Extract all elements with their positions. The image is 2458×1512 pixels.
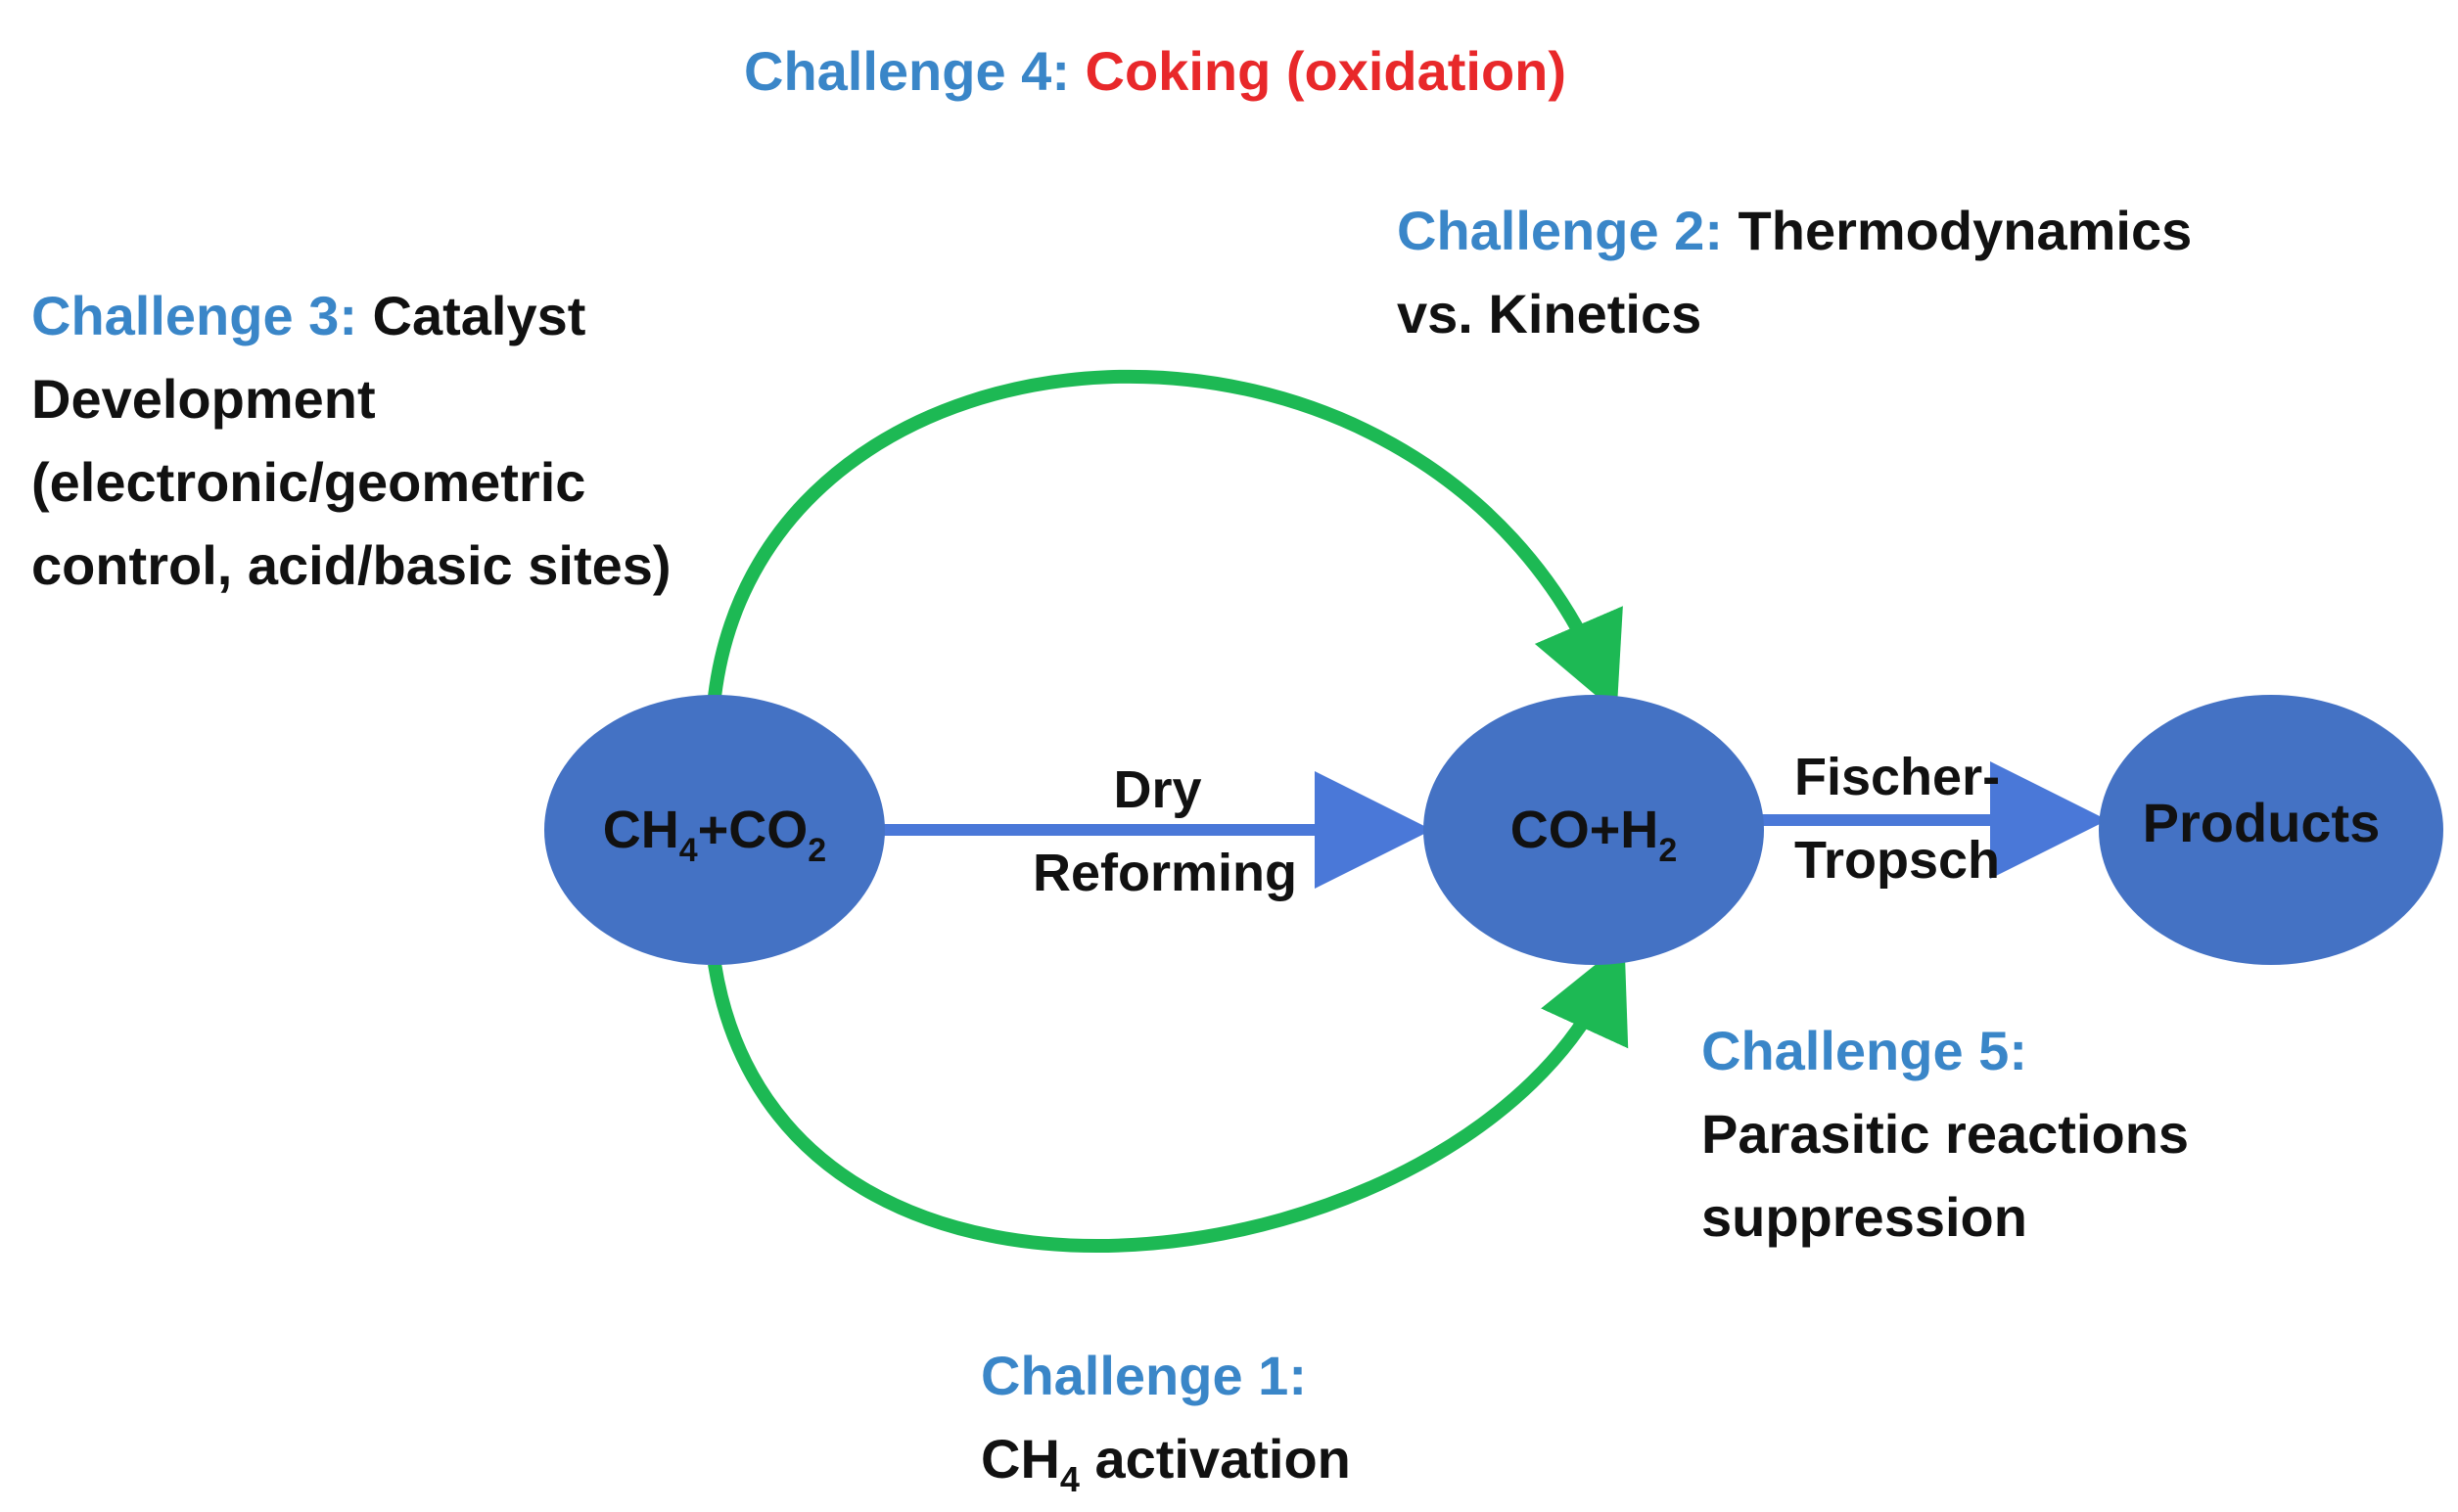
fischer-tropsch-label: Fischer- Tropsch	[1794, 748, 2015, 890]
dry-reforming-label: Dry Reforming	[1033, 760, 1297, 902]
lower-green-arrow	[708, 940, 1629, 1253]
svg-text:CO+H2: CO+H2	[1510, 801, 1677, 869]
challenge-3-line2: Development	[31, 368, 376, 430]
challenge-1-text: CH4 activation	[981, 1428, 1351, 1499]
fischer-tropsch-line2: Tropsch	[1794, 831, 2000, 890]
challenge-3-prefix: Challenge 3:	[31, 285, 373, 346]
node-products: Products	[2099, 695, 2443, 965]
challenge-5-line1: Parasitic reactions	[1701, 1103, 2189, 1165]
challenge-5-prefix: Challenge 5:	[1701, 1020, 2027, 1081]
challenge-1-prefix: Challenge 1:	[981, 1345, 1307, 1406]
challenge-2-line2: vs. Kinetics	[1397, 283, 1701, 344]
fischer-tropsch-line1: Fischer-	[1794, 748, 2000, 806]
challenge-2: Challenge 2: Thermodynamics	[1397, 200, 2192, 261]
challenge-3-line1: Catalyst	[373, 285, 586, 346]
challenge-1-sub-4: 4	[1060, 1459, 1080, 1499]
upper-green-arrow	[708, 369, 1623, 713]
syngas-sub-2: 2	[1658, 832, 1677, 869]
syngas-coh: CO+H	[1510, 801, 1659, 859]
challenge-2-prefix: Challenge 2:	[1397, 200, 1739, 261]
challenge-2-line1: Thermodynamics	[1739, 200, 2193, 261]
challenge-4: Challenge 4: Coking (oxidation)	[744, 40, 1566, 102]
reactants-sub-2: 2	[808, 832, 826, 869]
challenge-1-ch: CH	[981, 1428, 1060, 1489]
challenge-4-text: Coking (oxidation)	[1086, 40, 1567, 102]
node-reactants: CH4+CO2	[544, 695, 885, 965]
reactants-sub-4: 4	[679, 832, 698, 869]
svg-text:CH4+CO2: CH4+CO2	[603, 801, 826, 869]
challenge-4-prefix: Challenge 4:	[744, 40, 1086, 102]
node-syngas: CO+H2	[1423, 695, 1764, 965]
reactants-co: +CO	[698, 801, 809, 859]
dry-reforming-line1: Dry	[1113, 760, 1201, 819]
dry-reforming-line2: Reforming	[1033, 844, 1297, 902]
challenge-1-activation: activation	[1080, 1428, 1351, 1489]
products-label: Products	[2143, 792, 2381, 853]
challenge-5-line2: suppression	[1701, 1186, 2027, 1248]
challenge-3-line4: control, acid/basic sites)	[31, 534, 672, 596]
challenge-3: Challenge 3: Catalyst	[31, 285, 585, 346]
challenge-3-line3: (electronic/geometric	[31, 451, 585, 513]
reactants-ch: CH	[603, 801, 679, 859]
